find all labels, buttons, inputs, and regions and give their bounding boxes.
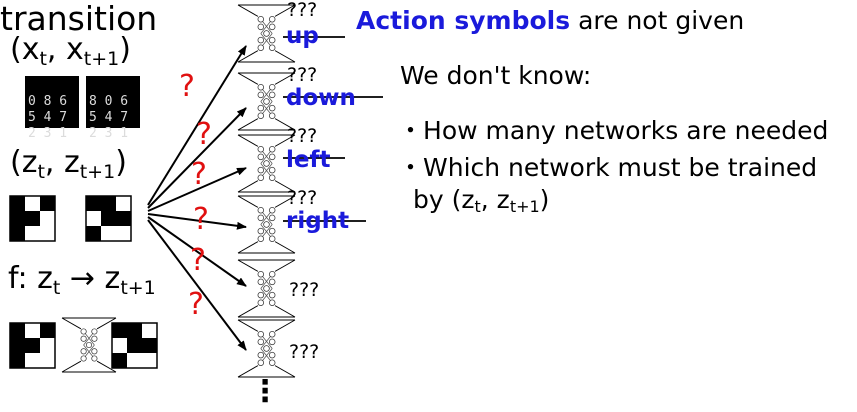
- bullet-marker: ・: [398, 153, 424, 182]
- arrow-to-network-2: [147, 107, 247, 209]
- action-label-right: right: [286, 208, 350, 234]
- state-image-zt1: [85, 195, 132, 242]
- network-2-unknown: ???: [287, 64, 318, 86]
- assignment-arrows: [147, 45, 247, 351]
- strike-lines: [283, 36, 383, 222]
- question-mark: ?: [191, 157, 207, 192]
- arrow-to-network-4: [147, 213, 247, 230]
- more-networks-ellipsis: ⋮: [250, 374, 280, 409]
- question-mark: ?: [190, 243, 206, 278]
- bullet-item-2-continued: by (zt, zt+1): [413, 185, 550, 216]
- mapping-zt1-image: [111, 322, 158, 369]
- z-pair-label: (zt, zt+1): [10, 145, 127, 183]
- bullet-item-1: ・How many networks are needed: [398, 116, 829, 145]
- x-pair-label: (xt, xt+1): [10, 32, 131, 70]
- transition-label: transition: [0, 0, 158, 38]
- network-3-unknown: ???: [287, 125, 318, 147]
- bullet-marker: ・: [398, 116, 424, 145]
- arrow-to-network-6: [147, 219, 247, 351]
- network-6-unknown: ???: [289, 341, 320, 363]
- mapping-zt-image: [9, 322, 56, 369]
- we-dont-know: We don't know:: [400, 61, 592, 90]
- network-icon: [237, 259, 296, 318]
- arrow-to-network-5: [147, 216, 247, 287]
- action-label-down: down: [286, 85, 356, 111]
- state-image-zt: [9, 195, 56, 242]
- network-1-unknown: ???: [287, 0, 318, 21]
- network-4-unknown: ???: [287, 187, 318, 209]
- mapping-network-icon: [61, 317, 117, 373]
- question-mark: ?: [193, 202, 209, 237]
- action-label-left: left: [286, 147, 331, 173]
- arrow-to-network-1: [147, 45, 247, 206]
- mnist-image-xt: [25, 76, 79, 128]
- arrow-to-network-3: [147, 167, 247, 212]
- heading: Action symbols are not given: [356, 6, 745, 35]
- question-mark: ?: [179, 69, 195, 104]
- action-label-up: up: [286, 23, 319, 49]
- bullet-item-2: ・Which network must be trained: [398, 153, 818, 182]
- question-mark: ?: [196, 117, 212, 152]
- question-mark: ?: [188, 287, 204, 322]
- mapping-label: f: zt → zt+1: [8, 261, 156, 299]
- network-5-unknown: ???: [289, 279, 320, 301]
- network-icon: [237, 319, 296, 378]
- mnist-image-xt1: [86, 76, 140, 128]
